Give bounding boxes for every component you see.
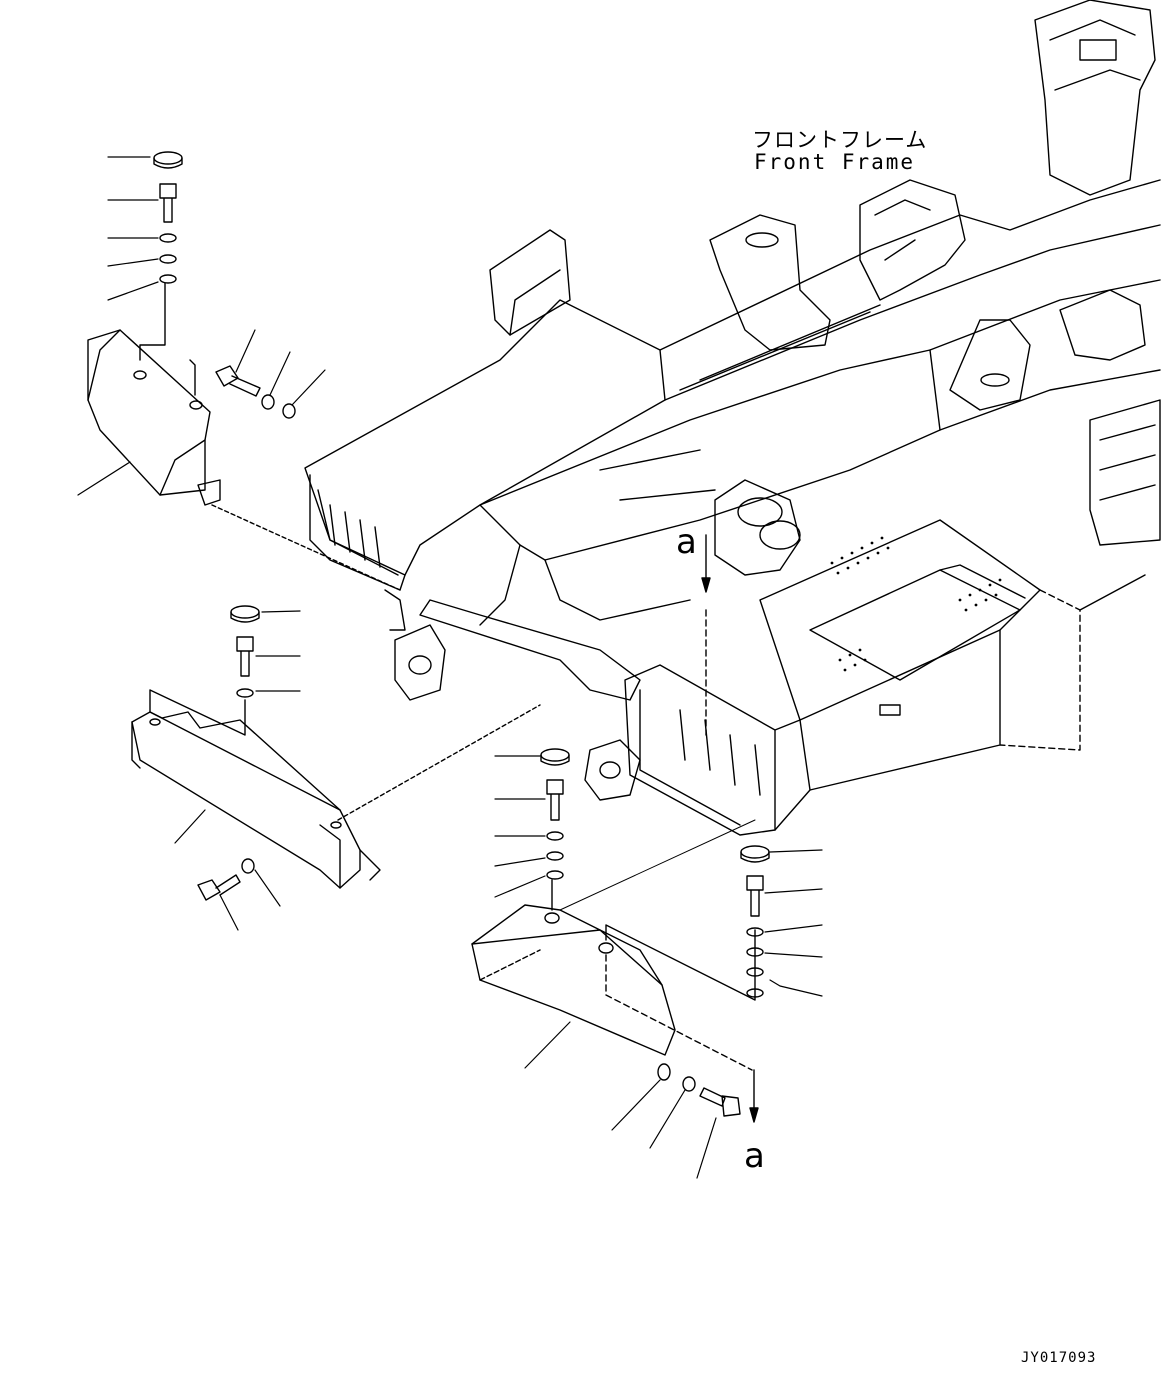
- hardware-stack-lower-center: [540, 748, 570, 880]
- cover-middle-left: [131, 689, 541, 889]
- hardware-stack-upper-left: [153, 151, 183, 284]
- drawing-code: JY017093: [1021, 1350, 1097, 1366]
- cover-lower-center: [471, 819, 756, 1071]
- hardware-side-middle-left: [197, 858, 255, 901]
- view-ref-label-start: a: [676, 522, 697, 562]
- view-ref-label-end: a: [744, 1136, 765, 1176]
- hardware-side-lower-center: [657, 1063, 741, 1117]
- frame-name-english: Front Frame: [754, 150, 916, 174]
- hardware-stack-middle-left: [230, 605, 260, 698]
- hardware-side-upper-left: [215, 365, 296, 419]
- cover-upper-left: [87, 282, 401, 591]
- frame-name-japanese: フロントフレーム: [752, 128, 928, 152]
- leader-lines: [77, 156, 823, 1179]
- view-arrow-a-end: [749, 1069, 759, 1123]
- hardware-stack-right: [740, 845, 770, 998]
- front-frame: [304, 0, 1161, 836]
- view-arrow-a-start: [701, 534, 711, 736]
